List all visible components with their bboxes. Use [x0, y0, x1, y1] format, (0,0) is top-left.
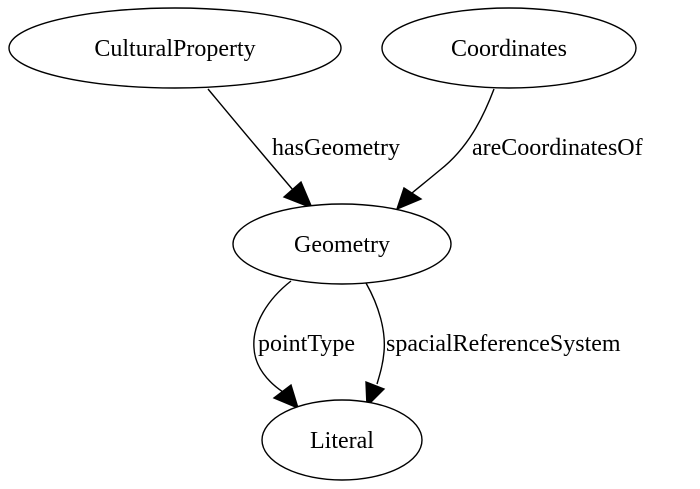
- node-coordinates-ellipse: [381, 7, 637, 89]
- node-literal-ellipse: [261, 399, 423, 481]
- node-coordinates-label: Coordinates: [451, 36, 567, 62]
- edge-has-geometry-label: hasGeometry: [272, 135, 400, 161]
- edge-spacial-reference-system-arrow: [365, 380, 386, 408]
- node-coordinates: Coordinates: [381, 7, 637, 89]
- edge-has-geometry: hasGeometry: [207, 88, 400, 210]
- edge-point-type: pointType: [253, 280, 355, 410]
- edge-has-geometry-arrow: [282, 180, 314, 210]
- edge-are-coordinates-of: areCoordinatesOf: [395, 88, 643, 211]
- edge-has-geometry-line: [207, 88, 294, 191]
- edge-spacial-reference-system-line: [365, 282, 386, 385]
- edge-spacial-reference-system: spacialReferenceSystem: [365, 282, 621, 408]
- node-geometry-ellipse: [232, 203, 452, 285]
- edge-are-coordinates-of-line: [411, 88, 495, 194]
- node-literal: Literal: [261, 399, 423, 481]
- edge-point-type-arrow: [272, 383, 300, 410]
- node-cultural-property-label: CulturalProperty: [94, 36, 255, 62]
- node-cultural-property-ellipse: [8, 7, 342, 89]
- node-geometry-label: Geometry: [294, 232, 390, 258]
- node-literal-label: Literal: [310, 428, 374, 454]
- node-geometry: Geometry: [232, 203, 452, 285]
- edge-are-coordinates-of-label: areCoordinatesOf: [472, 135, 643, 161]
- edge-are-coordinates-of-arrow: [395, 186, 423, 211]
- edge-point-type-line: [253, 280, 292, 393]
- edge-spacial-reference-system-label: spacialReferenceSystem: [386, 331, 621, 357]
- node-cultural-property: CulturalProperty: [8, 7, 342, 89]
- edge-point-type-label: pointType: [258, 331, 355, 357]
